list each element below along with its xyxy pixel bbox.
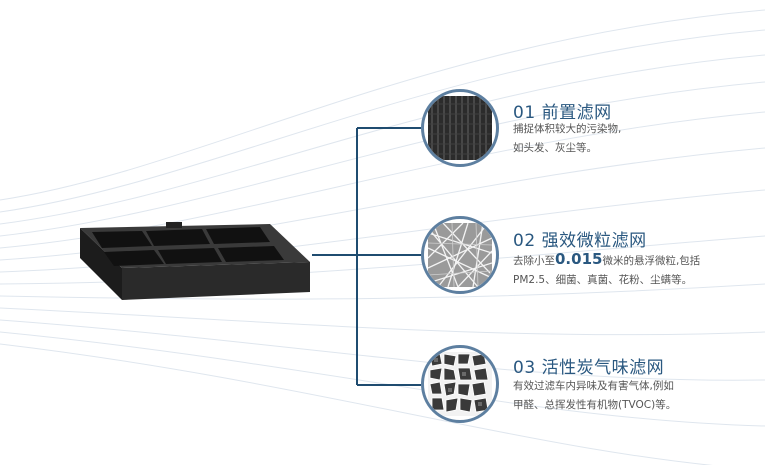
- mesh-texture-icon: [428, 96, 492, 160]
- stage-2-number: 02: [513, 231, 536, 251]
- stage-2-desc-prefix: 去除小至: [513, 255, 555, 267]
- stage-2-desc-line-1: 去除小至0.015微米的悬浮微粒,包括: [513, 250, 700, 271]
- fiber-texture-icon: [428, 223, 492, 287]
- stage-3-title-text: 活性炭气味滤网: [541, 358, 665, 378]
- stage-2-particle-size: 0.015: [555, 250, 603, 268]
- stage-1-desc-line-2: 如头发、灰尘等。: [513, 142, 597, 154]
- stage-1-badge: [421, 89, 499, 167]
- stage-3-number: 03: [513, 358, 536, 378]
- stage-2-description: 去除小至0.015微米的悬浮微粒,包括 PM2.5、细菌、真菌、花粉、尘螨等。: [513, 250, 700, 290]
- carbon-granule-icon: [428, 352, 492, 416]
- stage-3-desc-line-1: 有效过滤车内异味及有害气体,例如: [513, 380, 674, 392]
- stage-2-badge: [421, 216, 499, 294]
- stage-1-description: 捕捉体积较大的污染物, 如头发、灰尘等。: [513, 120, 621, 158]
- stage-3-badge: [421, 345, 499, 423]
- stage-1-title-text: 前置滤网: [541, 103, 612, 123]
- stage-2-title-text: 强效微粒滤网: [541, 231, 647, 251]
- stage-2-desc-suffix: 微米的悬浮微粒,包括: [602, 255, 701, 267]
- stage-1-number: 01: [513, 103, 536, 123]
- stage-3-desc-line-2: 甲醛、总挥发性有机物(TVOC)等。: [513, 399, 677, 411]
- stage-1-desc-line-1: 捕捉体积较大的污染物,: [513, 123, 622, 135]
- filter-cartridge-illustration: [80, 222, 310, 300]
- stage-2-desc-line-2: PM2.5、细菌、真菌、花粉、尘螨等。: [513, 274, 693, 286]
- stage-3-description: 有效过滤车内异味及有害气体,例如 甲醛、总挥发性有机物(TVOC)等。: [513, 377, 676, 415]
